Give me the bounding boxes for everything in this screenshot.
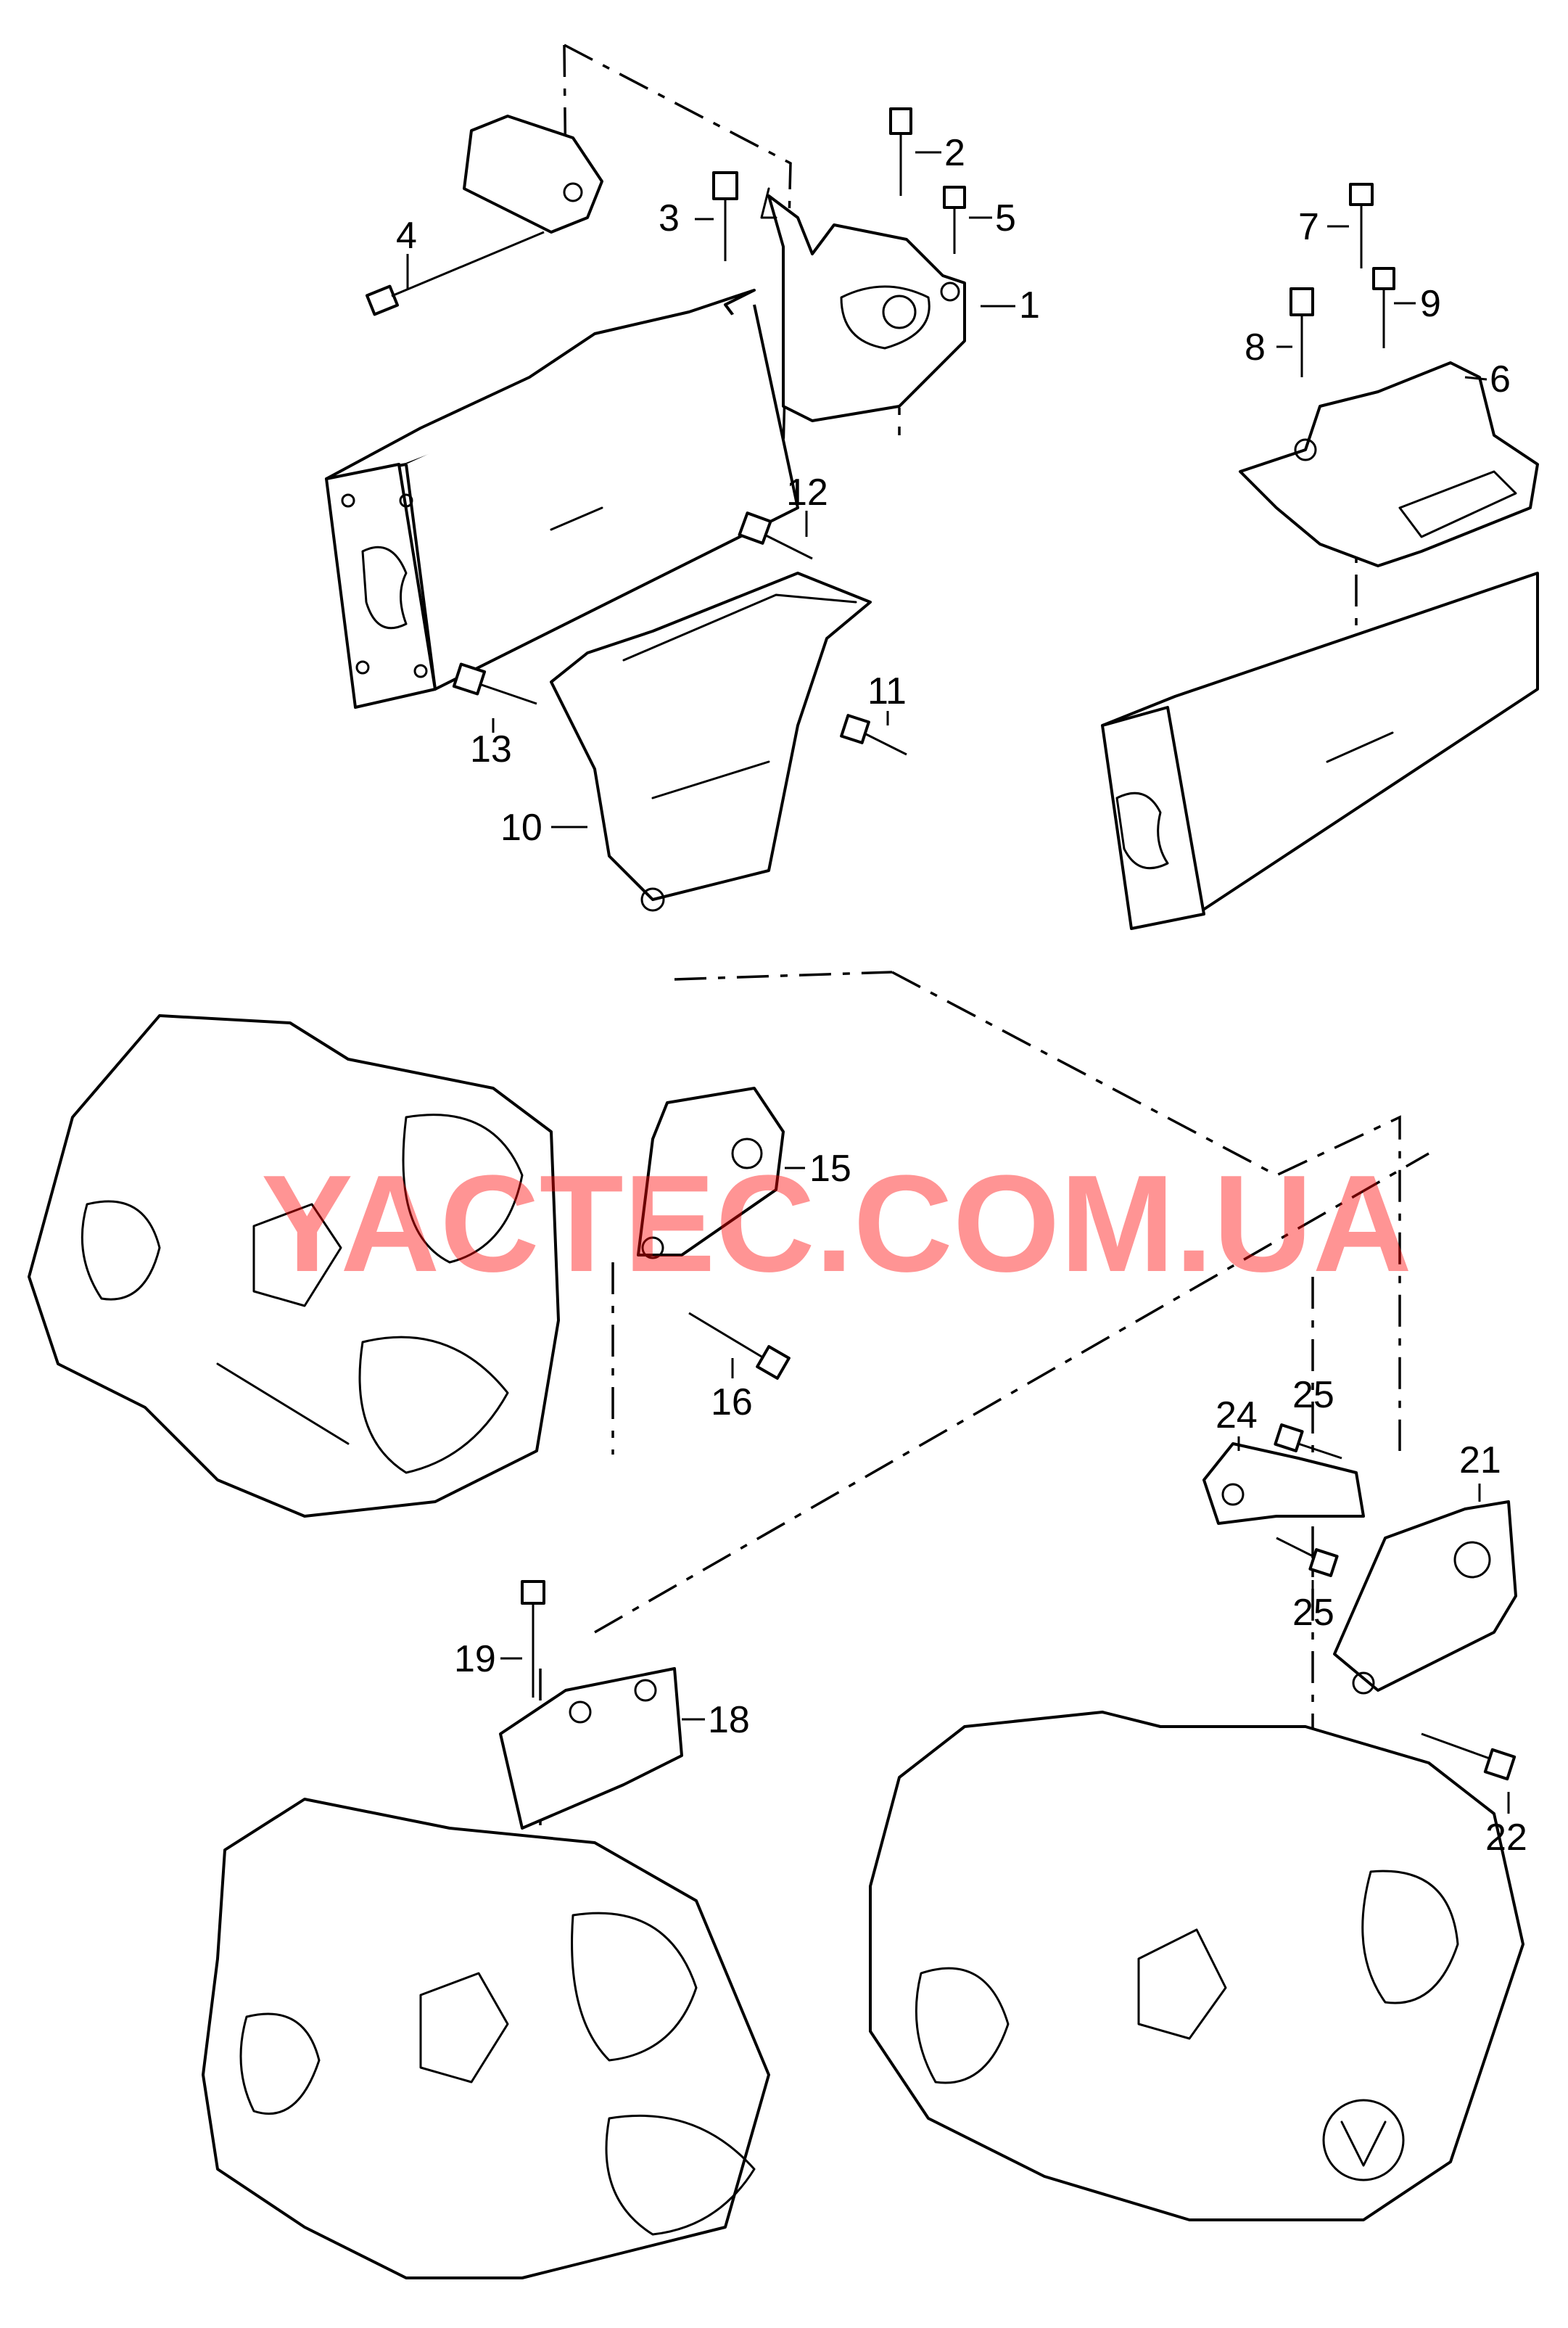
callout-16: 16 [711,1381,753,1423]
subframe-beam-right [1101,572,1539,930]
callout-2: 2 [944,132,965,174]
callout-22: 22 [1485,1817,1527,1859]
callout-10: 10 [500,807,542,849]
gearbox-bracket-18 [499,1667,683,1830]
support-bracket-top [463,115,603,234]
callout-5: 5 [995,197,1016,239]
callout-8: 8 [1245,326,1266,369]
callout-4: 4 [396,215,417,257]
bolt-13 [452,662,537,705]
gearbox-bracket-24 [1202,1442,1365,1525]
callout-6: 6 [1490,358,1511,400]
callout-9: 9 [1420,283,1441,325]
callout-18: 18 [708,1699,750,1741]
bolt-4 [365,231,545,316]
bolt-19 [521,1580,545,1698]
gearbox-lower-right [869,1711,1524,2221]
callout-13: 13 [470,728,512,770]
engine-mount-6 [1239,361,1539,567]
bolt-16 [688,1312,791,1380]
callout-1: 1 [1019,284,1040,326]
callout-21: 21 [1459,1439,1501,1481]
watermark-text: YACTEC.COM.UA [261,1147,1412,1301]
bolt-5 [943,186,966,254]
callout-19: 19 [454,1638,496,1680]
callout-15: 15 [809,1148,851,1190]
gearbox-lower-left [202,1798,770,2279]
bolt-8 [1290,287,1314,377]
callout-11: 11 [867,670,907,712]
subframe-beam-left [325,289,799,709]
callout-labels: 1 2 3 4 5 6 7 8 9 10 11 12 13 15 16 18 1… [396,132,1527,1859]
engine-mount-1 [760,187,966,422]
bolt-3 [712,171,738,261]
bolt-22 [1421,1732,1517,1781]
callout-3: 3 [659,197,680,239]
callout-leaders [406,151,1510,1814]
gearbox-upper-left [28,1014,560,1518]
callout-24: 24 [1216,1394,1258,1436]
callout-25-lower: 25 [1292,1592,1334,1634]
bolt-2 [889,107,912,196]
bolts [365,107,1517,1781]
bolt-12 [738,511,813,560]
bolt-11 [840,714,907,756]
callout-12: 12 [786,472,828,514]
gearbox-bracket-21 [1333,1500,1517,1695]
callout-25-upper: 25 [1292,1374,1334,1416]
bolt-9 [1372,267,1395,348]
bolt-25-lower [1276,1537,1339,1577]
bolt-7 [1349,183,1374,268]
gearbox-bracket-10 [550,572,872,912]
gearbox-bracket-15 [637,1087,785,1259]
bolt-25-upper [1274,1423,1342,1460]
callout-7: 7 [1298,206,1319,248]
